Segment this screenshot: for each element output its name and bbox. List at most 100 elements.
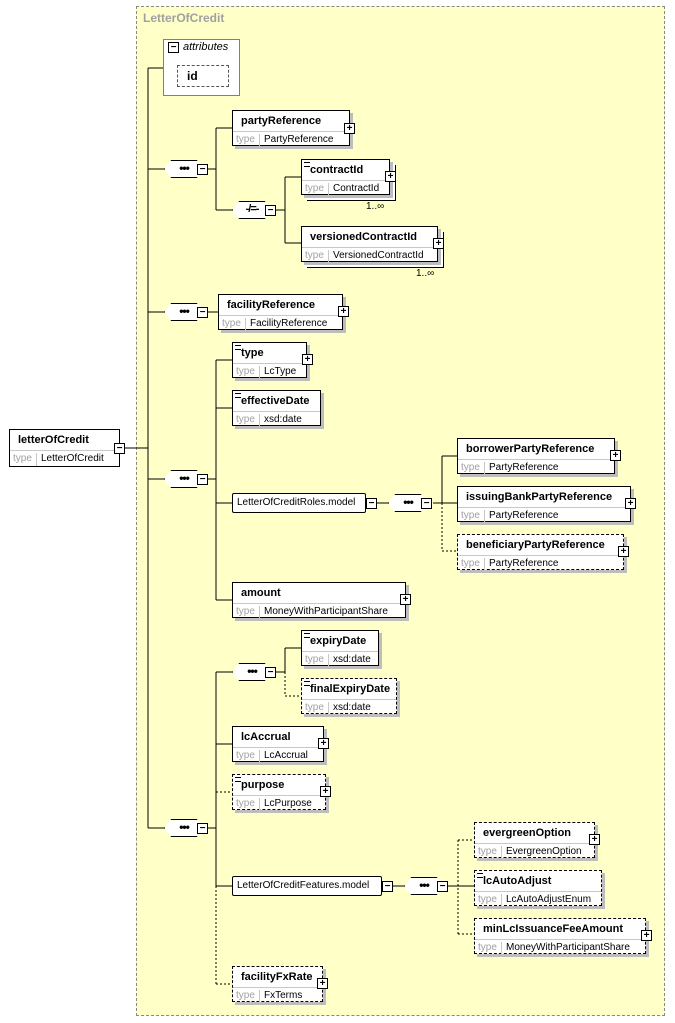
type-key: type	[305, 183, 324, 194]
documentation-icon	[304, 162, 310, 167]
attribute-id[interactable]: id	[177, 65, 229, 87]
documentation-icon	[477, 873, 483, 878]
type-key: type	[478, 846, 497, 857]
expand-icon[interactable]: +	[344, 123, 355, 134]
documentation-icon	[304, 681, 310, 686]
element-versioned-contract-id[interactable]: versionedContractId type VersionedContrac…	[301, 226, 438, 263]
documentation-icon	[235, 345, 241, 350]
collapse-sequence-icon[interactable]: −	[197, 307, 208, 318]
documentation-icon	[235, 777, 241, 782]
expand-icon[interactable]: +	[641, 930, 652, 941]
element-name: borrowerPartyReference	[466, 443, 595, 455]
type-key: type	[478, 942, 497, 953]
model-group-roles[interactable]: LetterOfCreditRoles.model	[232, 493, 366, 513]
type-value: LcAccrual	[259, 750, 308, 763]
collapse-sequence-icon[interactable]: −	[197, 474, 208, 485]
occurrence-label: 1..∞	[366, 201, 385, 212]
sequence-compositor-icon[interactable]: •••	[232, 663, 272, 681]
collapse-model-icon[interactable]: −	[366, 498, 377, 509]
element-name: evergreenOption	[483, 827, 572, 839]
type-key: type	[236, 798, 255, 809]
element-name: versionedContractId	[310, 231, 417, 243]
element-name: amount	[241, 587, 281, 599]
type-key: type	[478, 894, 497, 905]
choice-compositor-icon[interactable]: -/=-	[232, 201, 272, 219]
collapse-sequence-icon[interactable]: −	[437, 881, 448, 892]
element-lc-auto-adjust[interactable]: lcAutoAdjust type LcAutoAdjustEnum	[474, 870, 602, 907]
model-group-features[interactable]: LetterOfCreditFeatures.model	[232, 876, 382, 896]
type-value: VersionedContractId	[328, 250, 424, 263]
expand-icon[interactable]: +	[610, 450, 621, 461]
collapse-model-icon[interactable]: −	[382, 881, 393, 892]
element-name: letterOfCredit	[18, 434, 89, 446]
collapse-root-icon[interactable]: −	[114, 443, 125, 454]
element-facility-reference[interactable]: facilityReference type FacilityReference	[218, 294, 343, 331]
element-name: facilityReference	[227, 299, 316, 311]
attributes-label: attributes	[183, 41, 229, 53]
collapse-sequence-icon[interactable]: −	[421, 498, 432, 509]
type-value: LcType	[259, 366, 296, 379]
expand-icon[interactable]: +	[385, 171, 396, 182]
expand-icon[interactable]: +	[317, 978, 328, 989]
sequence-compositor-icon[interactable]: •••	[404, 877, 444, 895]
type-value: xsd:date	[259, 414, 302, 427]
type-value: LcPurpose	[259, 798, 312, 811]
expand-icon[interactable]: +	[433, 238, 444, 249]
type-value: PartyReference	[484, 558, 558, 571]
element-name: contractId	[310, 164, 364, 176]
expand-icon[interactable]: +	[338, 306, 349, 317]
type-key: type	[461, 510, 480, 521]
group-title: LetterOfCredit	[143, 11, 225, 25]
type-value: FacilityReference	[245, 318, 327, 331]
element-name: effectiveDate	[241, 395, 310, 407]
type-key: type	[236, 366, 255, 377]
type-key: type	[305, 250, 324, 261]
collapse-sequence-icon[interactable]: −	[197, 823, 208, 834]
expand-icon[interactable]: +	[302, 354, 313, 365]
type-value: xsd:date	[328, 702, 371, 715]
collapse-sequence-icon[interactable]: −	[197, 164, 208, 175]
element-name: beneficiaryPartyReference	[466, 539, 605, 551]
type-key: type	[305, 654, 324, 665]
type-value: MoneyWithParticipantShare	[501, 942, 630, 955]
expand-icon[interactable]: +	[625, 498, 636, 509]
expand-icon[interactable]: +	[618, 546, 629, 557]
type-key: type	[236, 414, 255, 425]
expand-icon[interactable]: +	[589, 834, 600, 845]
expand-icon[interactable]: +	[320, 786, 331, 797]
element-name: lcAutoAdjust	[483, 875, 552, 887]
expand-icon[interactable]: +	[318, 738, 329, 749]
type-key: type	[236, 990, 255, 1001]
root-element-letter-of-credit[interactable]: letterOfCredit type LetterOfCredit	[9, 429, 120, 467]
element-effective-date[interactable]: effectiveDate type xsd:date	[232, 390, 321, 427]
type-key: type	[305, 702, 324, 713]
collapse-attributes-icon[interactable]: −	[168, 42, 179, 53]
element-name: lcAccrual	[241, 731, 291, 743]
element-name: expiryDate	[310, 635, 367, 647]
type-value: PartyReference	[484, 462, 558, 475]
type-value: LcAutoAdjustEnum	[501, 894, 591, 907]
type-value: PartyReference	[484, 510, 558, 523]
type-key: type	[222, 318, 241, 329]
expand-icon[interactable]: +	[400, 594, 411, 605]
collapse-sequence-icon[interactable]: −	[265, 667, 276, 678]
type-value: LetterOfCredit	[36, 453, 104, 466]
documentation-icon	[304, 633, 310, 638]
collapse-choice-icon[interactable]: −	[265, 205, 276, 216]
type-key: type	[13, 453, 32, 464]
